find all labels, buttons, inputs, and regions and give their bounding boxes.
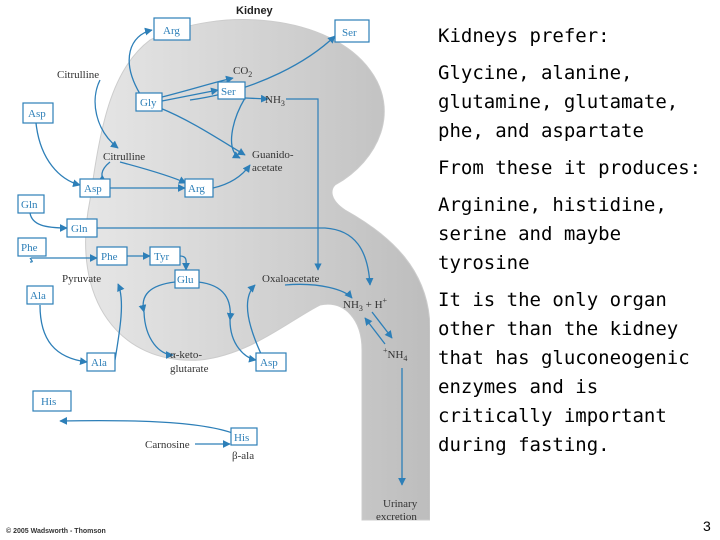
- svg-text:Phe: Phe: [21, 242, 38, 254]
- ser-top-box: Ser: [334, 19, 370, 43]
- svg-text:Phe: Phe: [101, 251, 118, 263]
- svg-text:Glu: Glu: [177, 274, 194, 286]
- his-mid-box: His: [230, 427, 258, 446]
- svg-text:Ser: Ser: [221, 86, 236, 98]
- citrulline-mid-label: Citrulline: [103, 151, 145, 163]
- pathway-arrows: [29, 27, 406, 486]
- svg-text:Asp: Asp: [84, 183, 102, 195]
- copyright-text: © 2005 Wadsworth - Thomson: [6, 527, 106, 535]
- svg-text:Asp: Asp: [28, 108, 46, 120]
- svg-text:Ala: Ala: [30, 290, 46, 302]
- svg-text:Asp: Asp: [260, 357, 278, 369]
- akg-label-2: glutarate: [170, 363, 209, 375]
- oxaloacetate-label: Oxaloacetate: [262, 273, 320, 285]
- gly-box: Gly: [135, 92, 163, 112]
- glu-box: Glu: [174, 269, 200, 289]
- nh3-label: NH3: [265, 94, 285, 108]
- carnosine-label: Carnosine: [145, 439, 190, 451]
- urinary-label-1: Urinary: [383, 498, 418, 510]
- ala-left-box: Ala: [26, 285, 54, 305]
- svg-text:His: His: [234, 432, 249, 444]
- ser-mid-box: Ser: [217, 81, 246, 100]
- phe-mid-box: Phe: [96, 246, 128, 266]
- urinary-label-2: excretion: [376, 511, 417, 523]
- ala-mid-box: Ala: [86, 352, 116, 372]
- pyruvate-label: Pyruvate: [62, 273, 101, 285]
- heading-produces: From these it produces:: [438, 157, 702, 179]
- svg-text:Tyr: Tyr: [154, 251, 169, 263]
- nh3-h-label: NH3 + H+: [343, 296, 388, 313]
- guanidoacetate-label-1: Guanido-: [252, 149, 294, 161]
- beta-ala-label: β-ala: [232, 450, 254, 462]
- svg-text:Arg: Arg: [188, 183, 205, 195]
- citrulline-top-label: Citrulline: [57, 69, 99, 81]
- tyr-box: Tyr: [149, 246, 181, 266]
- kidney-diagram: Kidney Arg: [6, 5, 430, 535]
- svg-text:Gln: Gln: [21, 199, 38, 211]
- page-number: 3: [703, 518, 711, 534]
- svg-text:Ser: Ser: [342, 27, 357, 39]
- co2-label: CO2: [233, 65, 252, 79]
- kidney-shape: [85, 19, 430, 521]
- notes-panel: Kidneys prefer: Glycine, alanine, glutam…: [438, 22, 708, 468]
- arg-mid-box: Arg: [184, 178, 214, 198]
- svg-text:His: His: [41, 396, 56, 408]
- akg-label-1: α-keto-: [170, 349, 202, 361]
- prefer-list: Glycine, alanine, glutamine, glutamate, …: [438, 62, 679, 142]
- nh4-label: +NH4: [383, 346, 407, 363]
- his-left-box: His: [32, 390, 72, 412]
- phe-left-box: Phe: [17, 237, 47, 257]
- asp-left-box: Asp: [22, 102, 54, 124]
- arg-top-box: Arg: [153, 17, 191, 41]
- gln-mid-box: Gln: [66, 218, 98, 238]
- organ-note: It is the only organ other than the kidn…: [438, 289, 690, 456]
- svg-text:Gln: Gln: [71, 223, 88, 235]
- guanidoacetate-label-2: acetate: [252, 162, 283, 174]
- asp-low-box: Asp: [255, 352, 287, 372]
- asp-mid-box: Asp: [79, 178, 111, 198]
- diagram-title: Kidney: [236, 5, 274, 17]
- heading-prefer: Kidneys prefer:: [438, 25, 610, 47]
- svg-text:Gly: Gly: [140, 97, 157, 109]
- gln-left-box: Gln: [17, 194, 45, 214]
- svg-text:Ala: Ala: [91, 357, 107, 369]
- produces-list: Arginine, histidine, serine and maybe ty…: [438, 194, 667, 274]
- svg-text:Arg: Arg: [163, 25, 180, 37]
